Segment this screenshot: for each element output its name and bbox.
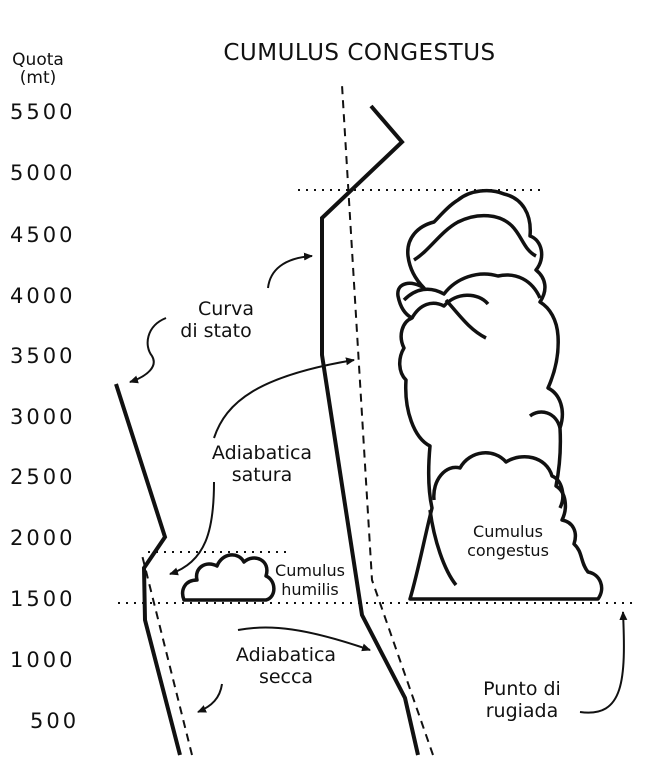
label-punto-di-rugiada-line1: Punto di (483, 678, 561, 700)
axis-tick: 5000 (10, 161, 76, 185)
label-cumulus-congestus-line1: Cumulus (473, 522, 543, 541)
label-adiabatica-secca-line1: Adiabatica (235, 644, 337, 666)
arrow-curva-to-right (267, 252, 313, 289)
axis-title-unit: (mt) (19, 68, 57, 88)
axis-tick: 3000 (10, 405, 76, 429)
axis-tick: 3500 (10, 344, 76, 368)
arrow-satura-to-left (169, 481, 215, 576)
axis-tick: 500 (30, 709, 80, 733)
cumulus-humilis-cloud (180, 553, 276, 602)
label-punto-di-rugiada-line2: rugiada (485, 700, 559, 722)
axis-tick: 2000 (10, 526, 76, 550)
axis-tick: 5500 (10, 100, 76, 124)
arrow-secca-to-left (197, 683, 223, 713)
axis-tick: 1000 (10, 648, 76, 672)
arrow-satura-to-right (213, 357, 355, 439)
state-curve-left-line (114, 383, 182, 756)
label-cumulus-humilis-line1: Cumulus (275, 561, 345, 580)
label-cumulus-congestus-line2: congestus (467, 541, 549, 560)
arrow-secca-to-right (237, 626, 371, 652)
label-adiabatica-satura-line2: satura (231, 464, 293, 486)
arrow-curva-to-left (129, 317, 167, 384)
arrow-rugiada (579, 611, 628, 714)
axis-tick: 4500 (10, 223, 76, 247)
label-adiabatica-satura-line1: Adiabatica (211, 442, 313, 464)
label-curva-di-stato-line1: Curva (197, 298, 254, 320)
cumulus-congestus-cloud (396, 188, 604, 601)
label-adiabatica-secca-line2: secca (258, 666, 314, 688)
adiabatic-lines (141, 84, 434, 756)
axis-tick: 4000 (10, 284, 76, 308)
state-curve-lines (114, 104, 420, 756)
diagram-title: CUMULUS CONGESTUS (223, 40, 496, 66)
dry-adiabat-left-line (141, 554, 193, 756)
axis-title-quota: Quota (12, 50, 64, 70)
label-curva-di-stato-line2: di stato (180, 320, 252, 342)
annotation-arrows (129, 252, 628, 714)
label-cumulus-humilis-line2: humilis (281, 580, 339, 599)
reference-lines (118, 189, 632, 604)
adiabat-right-line (341, 84, 434, 756)
axis-tick: 2500 (10, 465, 76, 489)
state-curve-right-line (320, 104, 420, 756)
axis-tick: 1500 (10, 587, 76, 611)
